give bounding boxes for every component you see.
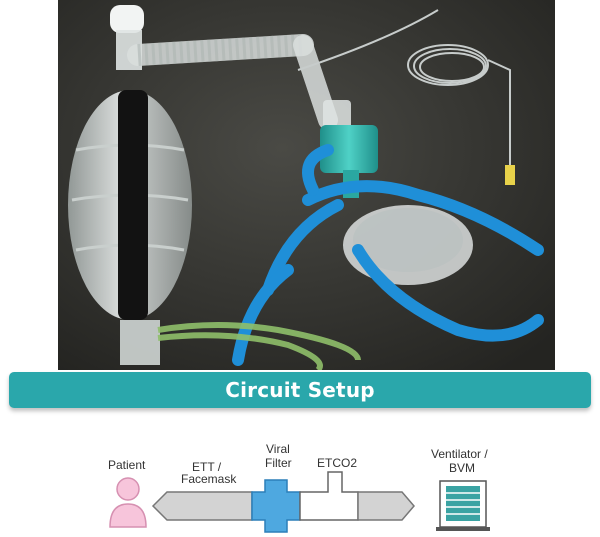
- etco2-label: ETCO2: [317, 456, 358, 470]
- oxygen-tubing: [157, 322, 361, 370]
- etco2-adapter: [299, 471, 359, 521]
- section-banner: Circuit Setup: [9, 372, 591, 408]
- filter-label-line1: Viral: [266, 442, 290, 456]
- section-title: Circuit Setup: [225, 378, 375, 402]
- ett-label-line2: Facemask: [181, 472, 237, 486]
- ventilator-tube: [357, 491, 415, 521]
- viral-filter-block: [251, 479, 301, 533]
- patient-label: Patient: [108, 458, 146, 472]
- filter-label-line2: Filter: [265, 456, 292, 470]
- sampling-line-coil: [297, 9, 515, 185]
- circuit-photo: [58, 0, 555, 370]
- ett-facemask-tube: [151, 491, 253, 521]
- bag-strap: [118, 90, 148, 320]
- ventilator-icon: [436, 480, 490, 531]
- bag-valve-mask-bag: [68, 5, 192, 365]
- face-mask-photo: [343, 205, 473, 285]
- ventilator-label-line2: BVM: [449, 461, 476, 475]
- ventilator-label-line1: Ventilator /: [431, 447, 488, 461]
- head-strap: [232, 144, 544, 366]
- ett-label-line1: ETT /: [192, 460, 222, 474]
- circuit-diagram: [109, 471, 490, 533]
- patient-icon: [109, 477, 147, 528]
